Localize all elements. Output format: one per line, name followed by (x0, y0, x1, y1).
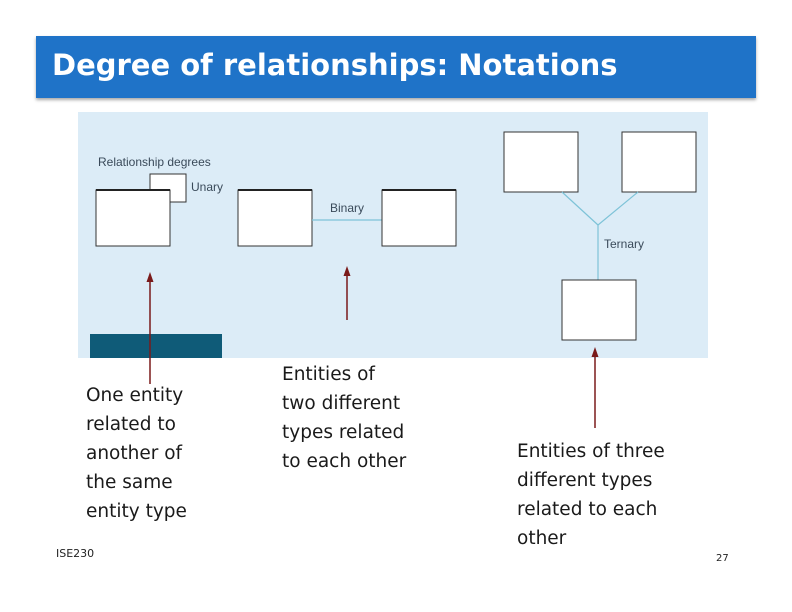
ternary-connector-left (561, 191, 599, 226)
ternary-connector-right (597, 191, 639, 226)
binary-label: Binary (330, 201, 364, 215)
unary-label: Unary (191, 180, 223, 194)
page-number: 27 (716, 553, 729, 564)
ternary-entity-top-left-box (503, 131, 579, 193)
ternary-caption: Entities of three different types relate… (517, 441, 665, 549)
binary-arrow-head (343, 266, 351, 276)
diagram-panel: Relationship degrees Unary Binary Ternar… (78, 112, 708, 358)
binary-entity-left-box (237, 189, 313, 247)
ternary-arrow-head (591, 347, 599, 357)
diagram-heading: Relationship degrees (98, 155, 211, 169)
ternary-entity-top-right-box (621, 131, 697, 193)
unary-entity-box (95, 189, 171, 247)
binary-caption: Entities of two different types related … (282, 364, 407, 472)
footer-course-code: ISE230 (56, 547, 95, 560)
unary-caption: One entity related to another of the sam… (86, 385, 187, 522)
ternary-entity-bottom-box (561, 279, 637, 341)
unary-arrow-head (146, 272, 154, 282)
title-bar: Degree of relationships: Notations (36, 36, 756, 98)
binary-entity-right-box (381, 189, 457, 247)
slide-title: Degree of relationships: Notations (52, 48, 618, 82)
relationship-diagram: Relationship degrees Unary Binary Ternar… (95, 131, 697, 341)
decorative-teal-bar (90, 334, 222, 358)
ternary-label: Ternary (604, 237, 644, 251)
